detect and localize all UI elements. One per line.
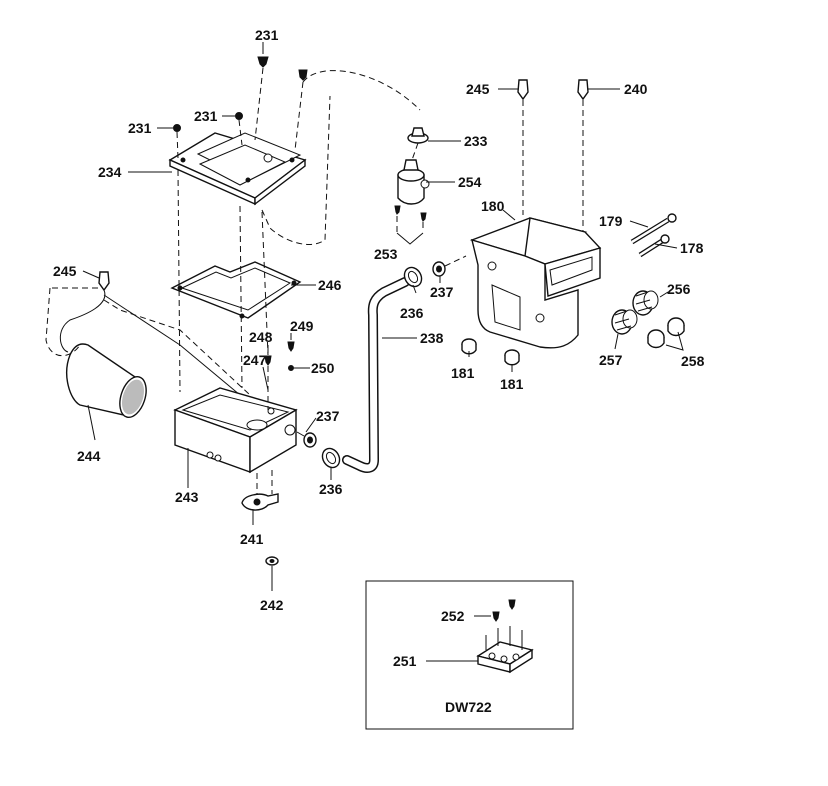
- label-251: 251: [393, 653, 417, 669]
- label-234: 234: [98, 164, 122, 180]
- part-labels: 231 231 231 234 233 254 253 245 240 180 …: [53, 27, 705, 715]
- label-231-left: 231: [128, 120, 152, 136]
- nut-237-lower: [303, 432, 317, 448]
- label-240: 240: [624, 81, 648, 97]
- label-252: 252: [441, 608, 465, 624]
- label-241: 241: [240, 531, 264, 547]
- label-180: 180: [481, 198, 505, 214]
- nut-181-right: [504, 349, 520, 366]
- label-257: 257: [599, 352, 623, 368]
- label-231-mid: 231: [194, 108, 218, 124]
- terminal-241: [241, 470, 279, 511]
- label-178: 178: [680, 240, 704, 256]
- leader-lines: [82, 42, 684, 662]
- label-237-upper: 237: [430, 284, 454, 300]
- label-249: 249: [290, 318, 314, 334]
- cover-plate-assembly: [168, 132, 307, 206]
- screw-231-top: [257, 56, 269, 68]
- wire-nut-240: [577, 79, 589, 101]
- screw-231-left: [173, 124, 181, 132]
- dw722-inset: [365, 580, 574, 730]
- wire-nut-245-top: [517, 79, 529, 101]
- knob-257: [611, 309, 638, 335]
- screw-178: [638, 234, 670, 258]
- screw-179: [630, 213, 677, 245]
- label-179: 179: [599, 213, 623, 229]
- label-237-lower: 237: [316, 408, 340, 424]
- wire-nut-245-left: [98, 271, 110, 292]
- label-238: 238: [420, 330, 444, 346]
- screws-252: [492, 599, 516, 622]
- switch-cap-233: [407, 127, 429, 144]
- nut-250: [288, 365, 294, 371]
- nut-242: [265, 556, 279, 566]
- gasket-246: [170, 261, 302, 319]
- label-245-top: 245: [466, 81, 490, 97]
- label-253: 253: [374, 246, 398, 262]
- fitting-236-upper: [403, 266, 423, 288]
- label-250: 250: [311, 360, 335, 376]
- switch-254: [397, 159, 430, 205]
- label-248: 248: [249, 329, 273, 345]
- screw-231-right: [298, 69, 308, 81]
- screw-231-mid: [235, 112, 243, 120]
- label-254: 254: [458, 174, 482, 190]
- nut-237-upper: [432, 261, 446, 277]
- conduit-238: [342, 277, 410, 473]
- label-181-left: 181: [451, 365, 475, 381]
- label-258: 258: [681, 353, 705, 369]
- label-244: 244: [77, 448, 101, 464]
- label-236-lower: 236: [319, 481, 343, 497]
- knob-258-lower: [647, 329, 665, 349]
- capacitor-244: [66, 343, 147, 419]
- label-247: 247: [243, 352, 267, 368]
- label-236-upper: 236: [400, 305, 424, 321]
- label-233: 233: [464, 133, 488, 149]
- label-242: 242: [260, 597, 284, 613]
- label-245-left: 245: [53, 263, 77, 279]
- label-246: 246: [318, 277, 342, 293]
- knob-256: [632, 290, 659, 316]
- knob-258-upper: [667, 317, 685, 337]
- label-231-top: 231: [255, 27, 279, 43]
- handle-housing-180: [469, 217, 602, 349]
- label-243: 243: [175, 489, 199, 505]
- junction-box-243: [173, 387, 298, 474]
- screws-253: [394, 205, 427, 232]
- label-256: 256: [667, 281, 691, 297]
- screw-249: [287, 341, 295, 352]
- fitting-236-lower: [321, 447, 341, 469]
- inset-model-label: DW722: [445, 699, 492, 715]
- label-181-right: 181: [500, 376, 524, 392]
